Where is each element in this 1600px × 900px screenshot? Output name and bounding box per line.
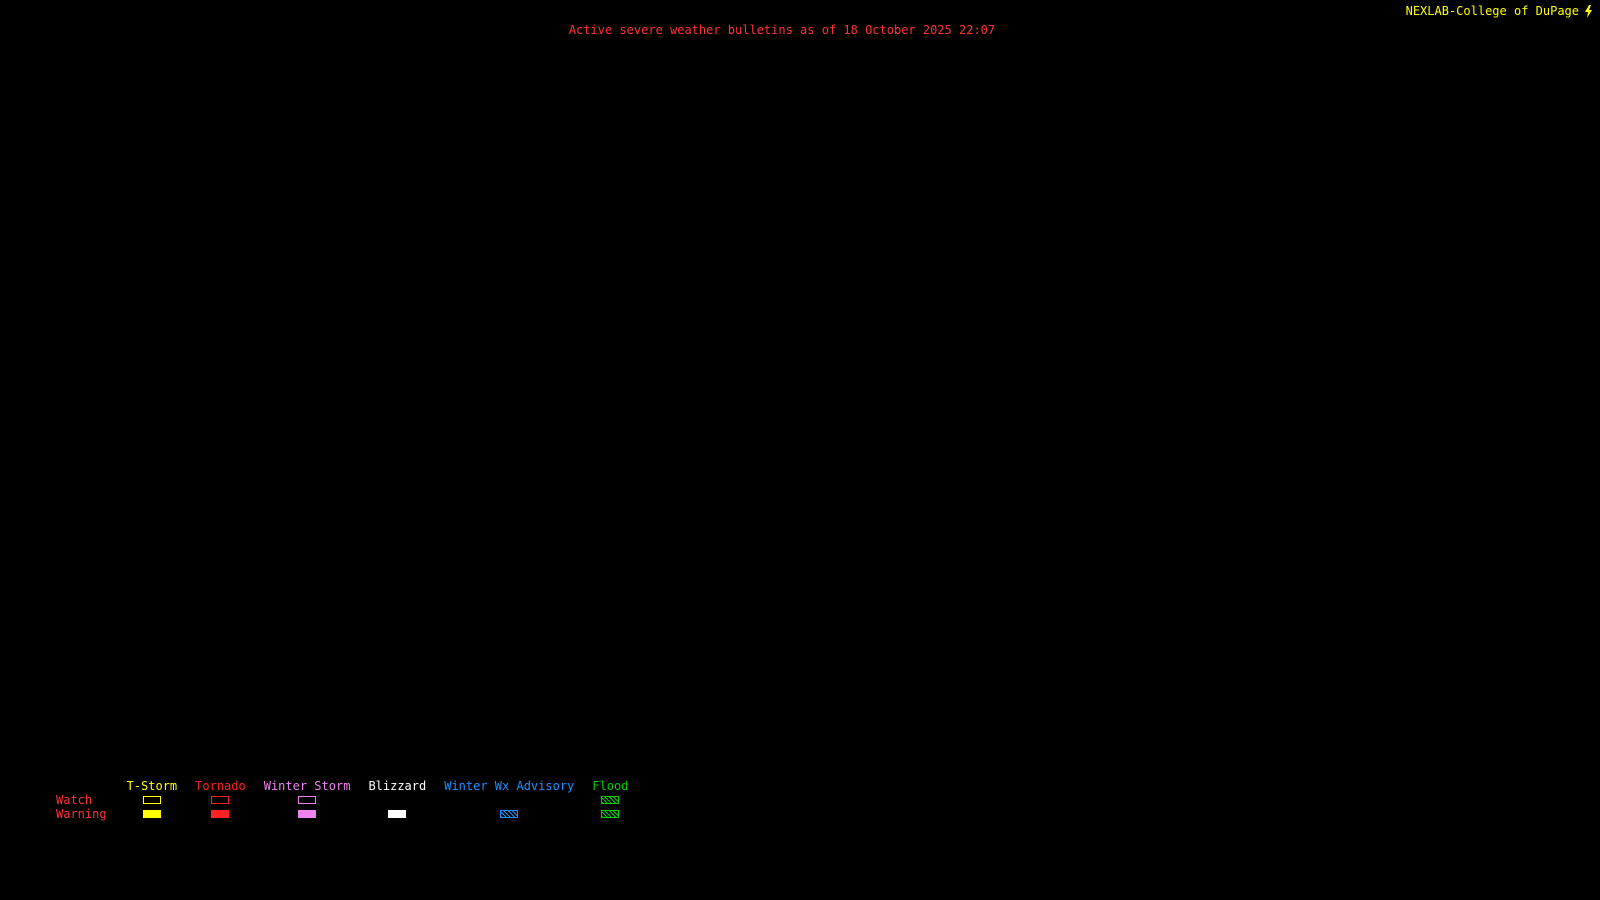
legend-column-blizzard: Blizzard <box>368 779 426 821</box>
legend-warning-cell <box>601 807 620 821</box>
legend-swatch-watch <box>142 796 161 804</box>
legend-swatch-warning <box>211 810 230 818</box>
legend-swatch-watch <box>298 796 317 804</box>
legend-swatch-warning <box>601 810 620 818</box>
legend-watch-cell <box>142 793 161 807</box>
legend-column-winter-storm: Winter Storm <box>263 779 351 821</box>
lightning-bolt-icon <box>1583 4 1594 18</box>
legend-row-labels: Watch Warning <box>56 779 107 821</box>
legend-warning-label: Warning <box>56 807 107 821</box>
legend-warning-cell <box>388 807 407 821</box>
legend-warning-cell <box>500 807 519 821</box>
legend-swatch-warning <box>298 810 317 818</box>
legend-column-t-storm: T-Storm <box>126 779 178 821</box>
legend-swatch-warning <box>388 810 407 818</box>
legend-column-label: Winter Storm <box>263 779 351 793</box>
legend-warning-cell <box>211 807 230 821</box>
legend-watch-cell <box>298 793 317 807</box>
legend-column-label: Flood <box>592 779 629 793</box>
legend: Watch Warning T-Storm Tornado Winter Storm… <box>56 779 628 821</box>
legend-swatch-warning <box>500 810 519 818</box>
legend-swatch-warning <box>142 810 161 818</box>
legend-column-label: Tornado <box>195 779 246 793</box>
legend-column-winter-wx-advisory: Winter Wx Advisory <box>444 779 574 821</box>
legend-column-label: T-Storm <box>126 779 178 793</box>
legend-row-spacer <box>56 779 107 793</box>
legend-column-label: Winter Wx Advisory <box>444 779 575 793</box>
brand-label: NEXLAB-College of DuPage <box>1405 4 1579 18</box>
legend-warning-cell <box>298 807 317 821</box>
legend-warning-cell <box>142 807 161 821</box>
legend-columns: T-Storm Tornado Winter Storm Blizzard Winter… <box>126 779 628 821</box>
legend-swatch-watch <box>601 796 620 804</box>
legend-watch-cell <box>211 793 230 807</box>
legend-column-tornado: Tornado <box>195 779 246 821</box>
legend-swatch-watch <box>211 796 230 804</box>
legend-watch-label: Watch <box>56 793 93 807</box>
brand: NEXLAB-College of DuPage <box>1406 4 1594 18</box>
legend-column-flood: Flood <box>592 779 628 821</box>
legend-watch-cell <box>388 793 406 807</box>
page-title: Active severe weather bulletins as of 18… <box>568 23 996 37</box>
legend-column-label: Blizzard <box>368 779 427 793</box>
legend-watch-cell <box>601 793 620 807</box>
legend-watch-cell <box>500 793 518 807</box>
